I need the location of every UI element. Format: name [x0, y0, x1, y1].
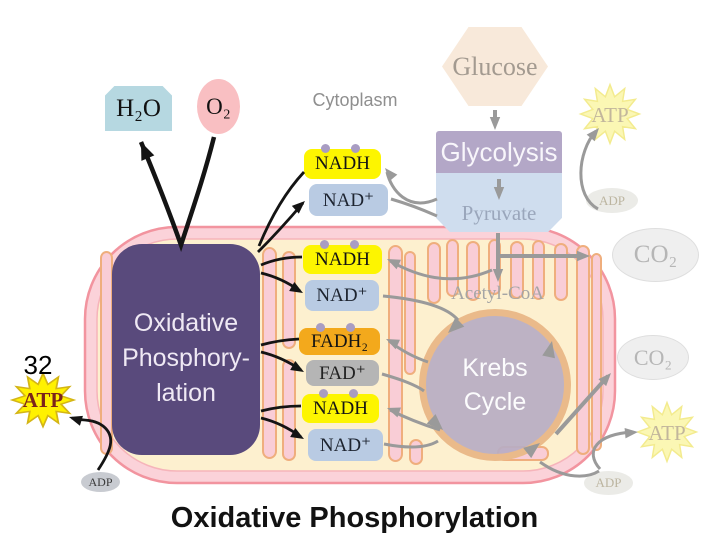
- nad-box-2: NAD⁺: [308, 429, 383, 461]
- h2o-box: H₂O: [105, 86, 172, 131]
- adp-ellipse-oxphos: ADP: [81, 472, 120, 492]
- atp-label-krebs: ATP: [648, 421, 686, 445]
- oxphos-line3: lation: [156, 379, 216, 407]
- nadh-label: NADH: [313, 397, 368, 419]
- diagram-title: Oxidative Phosphorylation: [170, 502, 539, 534]
- nadh-box-2: NADH: [302, 389, 379, 423]
- krebs-line1: Krebs: [462, 354, 528, 382]
- atp-label-oxphos: ATP: [22, 388, 64, 412]
- atp-yield-count: 32: [23, 350, 53, 380]
- pyruvate-box: Pyruvate: [436, 173, 562, 232]
- pin-icon: [351, 144, 360, 153]
- krebs-line2: Cycle: [463, 388, 527, 416]
- oxphos-line2: Phosphory-: [122, 344, 250, 372]
- fadh2-box: FADH₂: [299, 323, 380, 355]
- fadh2-label: FADH₂: [311, 330, 368, 352]
- nadh-label: NADH: [315, 153, 370, 174]
- krebs-cycle-circle: Krebs Cycle: [419, 309, 571, 461]
- atp-label-glycolysis: ATP: [591, 103, 629, 127]
- pin-icon: [349, 389, 358, 398]
- pin-icon: [316, 323, 325, 332]
- pin-icon: [346, 323, 355, 332]
- pin-icon: [319, 389, 328, 398]
- pin-icon: [321, 144, 330, 153]
- adp-ellipse-glycolysis: ADP: [586, 188, 638, 213]
- nadh-label: NADH: [315, 248, 370, 270]
- pin-icon: [320, 240, 329, 249]
- nadh-box-cytoplasm: NADH: [304, 144, 381, 179]
- nadh-box-1: NADH: [303, 240, 382, 274]
- nad-box-cytoplasm: NAD⁺: [309, 184, 388, 216]
- fad-box: FAD⁺: [306, 360, 379, 386]
- acetyl-coa-label: Acetyl-CoA: [451, 283, 544, 304]
- adp-ellipse-krebs: ADP: [584, 471, 633, 495]
- co2-ellipse-2: CO₂: [617, 335, 689, 380]
- glycolysis-box: Glycolysis: [436, 131, 562, 173]
- oxphos-line1: Oxidative: [133, 309, 239, 337]
- pin-icon: [350, 240, 359, 249]
- o2-ellipse: O₂: [197, 79, 240, 134]
- nad-box-1: NAD⁺: [305, 280, 379, 311]
- pyruvate-label: Pyruvate: [461, 201, 537, 225]
- cytoplasm-label: Cytoplasm: [312, 90, 398, 110]
- oxidative-phosphorylation-box: Oxidative Phosphory- lation: [112, 244, 260, 455]
- co2-ellipse-1: CO₂: [612, 228, 699, 282]
